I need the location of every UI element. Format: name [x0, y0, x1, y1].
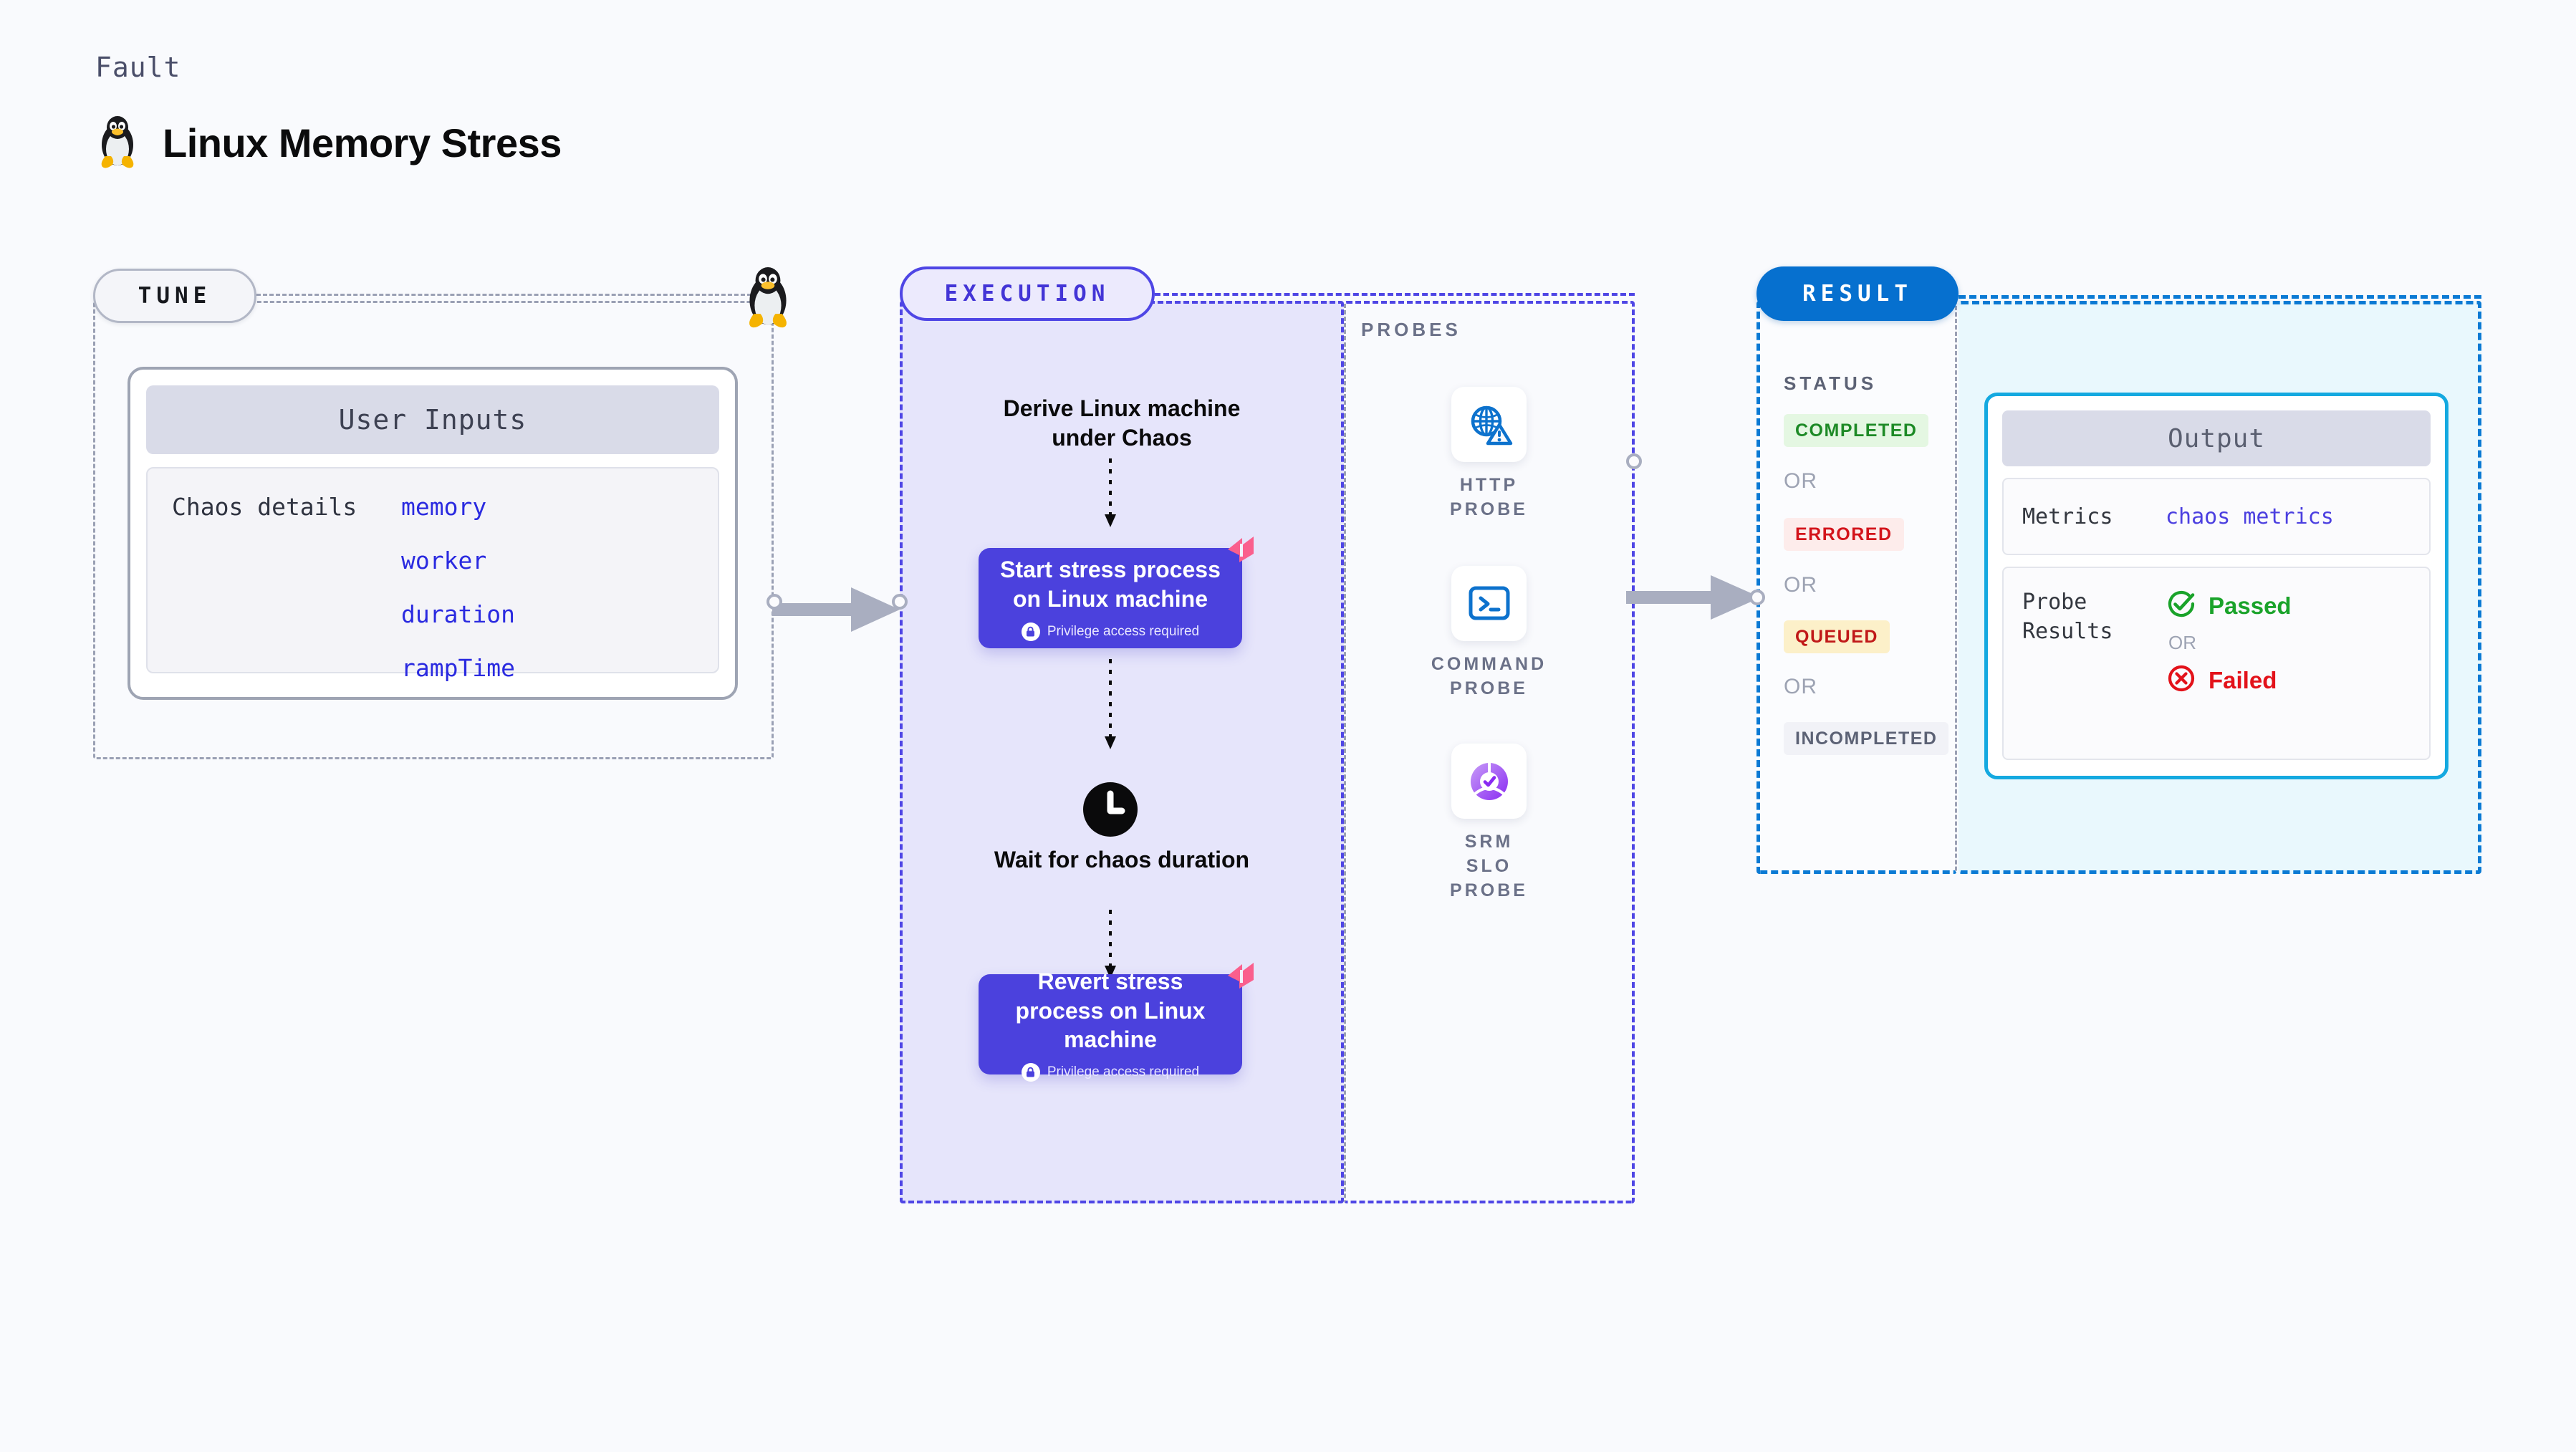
- arrow-execution-to-result: [1626, 569, 1769, 629]
- privilege-note: Privilege access required: [1021, 622, 1200, 641]
- probes-label: PROBES: [1361, 319, 1461, 340]
- chaos-detail-item: memory: [401, 493, 487, 521]
- flow-arrow-1: [1103, 458, 1118, 534]
- harness-logo-icon: [1221, 529, 1261, 573]
- probe-caption: HTTP PROBE: [1450, 475, 1528, 519]
- x-circle-icon: [2166, 663, 2197, 698]
- output-card: Output Metrics chaos metrics Probe Resul…: [1984, 393, 2448, 779]
- user-inputs-card: User Inputs Chaos details memory worker …: [128, 367, 738, 700]
- tune-dashed-connector: [256, 294, 758, 296]
- probe-results-values: Passed OR Failed: [2166, 588, 2292, 759]
- chaos-detail-item: worker: [401, 547, 487, 574]
- execution-badge[interactable]: EXECUTION: [900, 266, 1155, 321]
- probe-result-failed: Failed: [2166, 663, 2292, 698]
- user-inputs-body: Chaos details memory worker duration ram…: [146, 467, 719, 682]
- tune-badge[interactable]: TUNE: [93, 269, 256, 323]
- page-title-row: Linux Memory Stress: [95, 115, 562, 170]
- status-or-1: OR: [1784, 469, 1817, 493]
- linux-penguin-icon: [95, 115, 140, 170]
- connector-dot-probes-out: [1626, 453, 1642, 469]
- chaos-details-label: Chaos details: [172, 493, 357, 521]
- slo-donut-check-icon: [1451, 744, 1527, 819]
- probe-result-or: OR: [2168, 632, 2196, 653]
- page-kicker: Fault: [95, 52, 181, 83]
- action-node-title: Start stress process on Linux machine: [1000, 557, 1221, 612]
- result-badge[interactable]: RESULT: [1756, 266, 1959, 321]
- harness-logo-icon: [1221, 956, 1261, 999]
- privilege-note-text: Privilege access required: [1047, 1064, 1200, 1080]
- user-inputs-header: User Inputs: [146, 385, 719, 454]
- wait-duration-caption: Wait for chaos duration: [994, 847, 1250, 872]
- metrics-row: Metrics chaos metrics: [2002, 478, 2431, 555]
- privilege-note-text: Privilege access required: [1047, 623, 1200, 639]
- action-node-title: Revert stress process on Linux machine: [1015, 968, 1206, 1053]
- clock-icon: [1080, 779, 1140, 843]
- globe-warning-icon: [1451, 387, 1527, 462]
- probe-results-label: Probe Results: [2022, 590, 2113, 644]
- terminal-prompt-icon: [1451, 566, 1527, 641]
- probe-item-srm-slo[interactable]: SRM SLO PROBE: [1450, 744, 1528, 903]
- action-node-start-stress[interactable]: Start stress process on Linux machine Pr…: [979, 537, 1254, 648]
- metrics-label: Metrics: [2022, 504, 2113, 529]
- derive-machine-caption: Derive Linux machine under Chaos: [1003, 395, 1241, 451]
- probe-result-passed-text: Passed: [2209, 592, 2292, 619]
- probe-result-failed-text: Failed: [2209, 666, 2277, 693]
- output-header: Output: [2002, 410, 2431, 466]
- connector-dot-result-in: [1749, 590, 1765, 605]
- status-label: STATUS: [1784, 372, 1878, 394]
- connector-dot-tune-out: [766, 594, 782, 610]
- check-circle-icon: [2166, 588, 2197, 623]
- page-title: Linux Memory Stress: [163, 120, 562, 165]
- result-dashed-connector: [1959, 295, 2481, 299]
- status-badge-incompleted: INCOMPLETED: [1784, 722, 1949, 755]
- lock-icon: [1021, 622, 1040, 641]
- linux-penguin-icon: [742, 265, 794, 331]
- probe-item-command[interactable]: COMMAND PROBE: [1431, 566, 1544, 701]
- tune-stage-container: [93, 301, 774, 759]
- status-or-3: OR: [1784, 675, 1817, 698]
- status-badge-errored: ERRORED: [1784, 518, 1904, 551]
- chaos-detail-item: rampTime: [401, 654, 515, 682]
- status-badge-queued: QUEUED: [1784, 620, 1890, 653]
- arrow-tune-to-execution: [772, 582, 908, 641]
- probe-result-passed: Passed: [2166, 588, 2292, 623]
- probe-caption: COMMAND PROBE: [1431, 654, 1547, 698]
- connector-dot-execution-in: [892, 594, 908, 610]
- probe-caption: SRM SLO PROBE: [1450, 832, 1528, 900]
- flow-arrow-2: [1103, 659, 1118, 756]
- chaos-detail-item: duration: [401, 600, 515, 628]
- result-status-container: [1756, 301, 1957, 874]
- chaos-details-values: memory worker duration rampTime: [401, 493, 515, 682]
- privilege-note: Privilege access required: [1021, 1063, 1200, 1082]
- flow-arrow-3: [1103, 910, 1118, 985]
- execution-dashed-connector: [1155, 293, 1635, 296]
- action-node-revert-stress[interactable]: Revert stress process on Linux machine P…: [979, 963, 1254, 1082]
- status-or-2: OR: [1784, 573, 1817, 597]
- lock-icon: [1021, 1063, 1040, 1082]
- probe-results-row: Probe Results Passed OR: [2002, 567, 2431, 760]
- probe-item-http[interactable]: HTTP PROBE: [1450, 387, 1528, 522]
- status-badge-completed: COMPLETED: [1784, 414, 1929, 447]
- metrics-value: chaos metrics: [2166, 504, 2334, 529]
